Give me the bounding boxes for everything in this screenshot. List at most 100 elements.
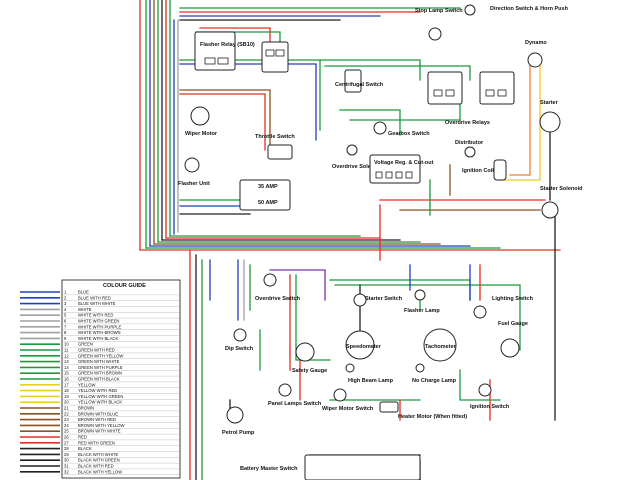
legend-number: 10 — [64, 342, 69, 347]
legend-number: 12 — [64, 353, 69, 358]
wire — [179, 63, 317, 141]
ignition-coil: Ignition Coil — [462, 159, 507, 181]
tachometer-label: Tachometer — [425, 344, 457, 350]
legend-label: GREEN — [78, 342, 93, 347]
wire — [334, 284, 521, 351]
safety-gauge-label: Safety Gauge — [292, 368, 327, 374]
high-beam-lamp-label: High Beam Lamp — [348, 378, 394, 384]
legend-number: 15 — [64, 371, 69, 376]
wire — [339, 109, 401, 136]
wire — [509, 59, 531, 176]
legend-number: 7 — [64, 324, 67, 329]
legend-number: 26 — [64, 435, 69, 440]
starter: Starter — [539, 100, 561, 133]
legend-label: YELLOW WITH RED — [78, 388, 117, 393]
voltage-regulator-label: Voltage Reg. & Cut-out — [374, 160, 434, 166]
wire — [179, 93, 266, 151]
legend-label: BLUE WITH WHITE — [78, 301, 116, 306]
distributor-label: Distributor — [455, 140, 484, 146]
legend-label: WHITE WITH PURPLE — [78, 324, 121, 329]
legend-label: BLUE — [78, 290, 89, 295]
panel-lamps-switch-label: Panel Lamps Switch — [268, 401, 322, 407]
flasher-unit-label: Flasher Unit — [178, 181, 210, 187]
high-beam-lamp: High Beam Lamp — [345, 363, 394, 384]
legend-number: 1 — [64, 290, 67, 295]
legend-number: 25 — [64, 429, 69, 434]
legend-label: GREEN WITH BROWN — [78, 371, 122, 376]
direction-switch-label: Direction Switch & Horn Push — [490, 6, 569, 12]
speedometer: Speedometer — [345, 330, 382, 360]
legend-number: 6 — [64, 319, 67, 324]
lighting-switch-label: Lighting Switch — [492, 296, 534, 302]
wiper-motor-switch-label: Wiper Motor Switch — [322, 406, 374, 412]
ignition-coil-label: Ignition Coil — [462, 168, 494, 174]
safety-gauge: Safety Gauge — [292, 342, 327, 374]
overdrive-solenoid: Overdrive Solenoid — [332, 144, 382, 170]
starter-switch: Starter Switch — [353, 293, 403, 307]
dip-switch-label: Dip Switch — [225, 346, 254, 352]
wire — [269, 269, 326, 301]
legend-number: 23 — [64, 417, 69, 422]
starter-switch-label: Starter Switch — [365, 296, 403, 302]
flasher-relay: Flasher Relay (SB10) — [194, 31, 255, 71]
voltage-regulator: Voltage Reg. & Cut-out — [369, 154, 434, 184]
legend-number: 28 — [64, 446, 69, 451]
direction-switch: Direction Switch & Horn Push — [464, 4, 569, 16]
ignition-switch: Ignition Switch — [470, 383, 510, 410]
legend-label: GREEN WITH WHITE — [78, 359, 120, 364]
legend-number: 30 — [64, 458, 69, 463]
legend-label: BROWN WITH WHITE — [78, 429, 121, 434]
fuse-block: 35 AMP 50 AMP — [239, 179, 291, 211]
heater-motor: Heater Motor (When fitted) — [379, 401, 467, 420]
legend-label: WHITE — [78, 307, 92, 312]
legend-number: 20 — [64, 400, 69, 405]
dynamo-label: Dynamo — [525, 40, 547, 46]
lighting-switch: Lighting Switch — [473, 296, 534, 319]
panel-lamps-switch: Panel Lamps Switch — [268, 383, 322, 407]
wire — [199, 27, 271, 46]
wire — [324, 65, 471, 81]
gearbox-switch: Gearbox Switch — [373, 121, 430, 137]
legend-label: BLUE WITH RED — [78, 295, 111, 300]
speedometer-label: Speedometer — [346, 344, 382, 350]
overdrive-switch: Overdrive Switch — [255, 273, 301, 302]
wiper-motor-label: Wiper Motor — [185, 131, 218, 137]
overdrive-solenoid-label: Overdrive Solenoid — [332, 164, 382, 170]
gearbox-switch-label: Gearbox Switch — [388, 131, 430, 137]
ignition-switch-label: Ignition Switch — [470, 404, 510, 410]
flasher-relay-label: Flasher Relay (SB10) — [200, 42, 255, 48]
fuse-35-label: 35 AMP — [258, 184, 278, 190]
legend-number: 4 — [64, 307, 67, 312]
fuel-gauge: Fuel Gauge — [498, 321, 528, 358]
battery-master-switch: Battery Master Switch — [240, 454, 421, 480]
legend-number: 17 — [64, 382, 69, 387]
centrifugal-switch-label: Centrifugal Switch — [335, 82, 384, 88]
stop-lamp-switch-label: Stop Lamp Switch — [415, 8, 463, 14]
legend-number: 5 — [64, 313, 67, 318]
legend-label: WHITE WITH RED — [78, 313, 113, 318]
flasher-unit: Flasher Unit — [178, 157, 210, 187]
petrol-pump-label: Petrol Pump — [222, 430, 255, 436]
legend-label: GREEN WITH BLACK — [78, 377, 120, 382]
legend-number: 19 — [64, 394, 69, 399]
legend-number: 2 — [64, 295, 67, 300]
wire — [319, 59, 421, 81]
fuse-50-label: 50 AMP — [258, 200, 278, 206]
legend-label: BLACK WITH WHITE — [78, 452, 118, 457]
petrol-pump: Petrol Pump — [222, 406, 255, 436]
legend-label: BLACK WITH RED — [78, 464, 114, 469]
legend-label: YELLOW WITH GREEN — [78, 394, 123, 399]
wire — [459, 369, 501, 401]
overdrive-switch-label: Overdrive Switch — [255, 296, 301, 302]
wire-harness — [139, 0, 561, 480]
wire — [295, 274, 331, 361]
overdrive-relays-label: Overdrive Relays — [445, 120, 490, 126]
colour-guide-title: COLOUR GUIDE — [103, 283, 146, 289]
flasher-lamp-label: Flasher Lamp — [404, 308, 440, 314]
legend-label: YELLOW WITH BLACK — [78, 400, 122, 405]
legend-label: YELLOW — [78, 382, 96, 387]
legend-number: 16 — [64, 377, 69, 382]
heater-motor-label: Heater Motor (When fitted) — [398, 414, 467, 420]
